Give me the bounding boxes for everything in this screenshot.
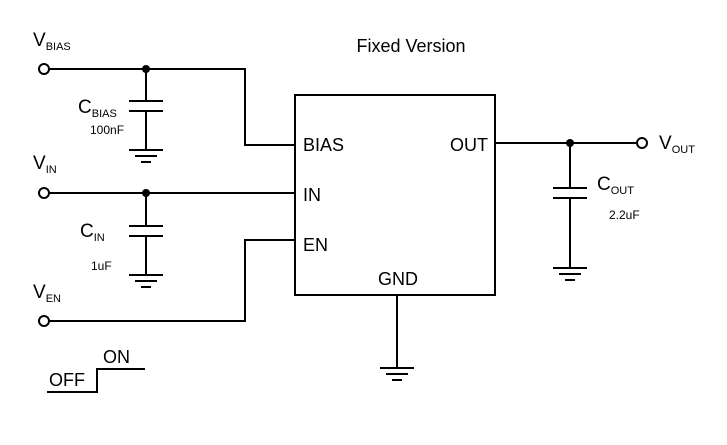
cout-value: 2.2uF <box>609 208 640 222</box>
vbias-label-sub: BIAS <box>46 41 71 53</box>
ic-ground-icon <box>380 367 414 381</box>
cout-capacitor: COUT 2.2uF <box>553 143 640 281</box>
ven-label: VEN <box>33 282 61 305</box>
vin-label: VIN <box>33 153 57 176</box>
vin-net: VIN <box>33 153 295 199</box>
diagram-title: Fixed Version <box>356 36 465 56</box>
cbias-capacitor: CBIAS 100nF <box>78 69 163 163</box>
cout-label-base: C <box>597 174 611 195</box>
cin-label: CIN <box>80 221 105 244</box>
vin-terminal <box>38 187 50 199</box>
cbias-label-base: C <box>78 97 92 118</box>
vbias-terminal <box>38 63 50 75</box>
cbias-value: 100nF <box>90 123 124 137</box>
vin-label-sub: IN <box>46 164 57 176</box>
ven-label-sub: EN <box>46 293 61 305</box>
pin-label-in: IN <box>303 185 321 205</box>
cin-value: 1uF <box>91 259 112 273</box>
pin-label-bias: BIAS <box>303 135 344 155</box>
pin-label-out: OUT <box>450 135 488 155</box>
enable-on-label: ON <box>103 347 130 367</box>
pin-label-en: EN <box>303 235 328 255</box>
vout-label-sub: OUT <box>672 144 696 156</box>
vbias-label-base: V <box>33 30 46 51</box>
cout-ground-icon <box>553 267 587 281</box>
vout-label: VOUT <box>659 133 695 156</box>
pin-label-gnd: GND <box>378 269 418 289</box>
regulator-ic-body <box>294 94 496 296</box>
cout-label: COUT <box>597 174 634 197</box>
ven-terminal <box>38 315 50 327</box>
cbias-label-sub: BIAS <box>92 108 117 120</box>
enable-off-label: OFF <box>49 370 85 390</box>
gnd-net <box>380 295 414 381</box>
cin-capacitor: CIN 1uF <box>80 193 163 288</box>
cin-label-base: C <box>80 221 94 242</box>
enable-step-waveform: OFF ON <box>47 347 145 393</box>
vbias-label: VBIAS <box>33 30 71 53</box>
vout-label-base: V <box>659 133 672 154</box>
cin-ground-icon <box>129 274 163 288</box>
cbias-ground-icon <box>129 149 163 163</box>
ven-label-base: V <box>33 282 46 303</box>
vbias-net: VBIAS <box>33 30 295 146</box>
cout-label-sub: OUT <box>611 185 635 197</box>
vout-terminal <box>636 137 648 149</box>
vout-net: VOUT <box>495 133 695 156</box>
vin-label-base: V <box>33 153 46 174</box>
ven-net: VEN <box>33 239 295 327</box>
cbias-label: CBIAS <box>78 97 117 120</box>
cin-label-sub: IN <box>94 232 105 244</box>
ven-wire <box>49 239 295 322</box>
